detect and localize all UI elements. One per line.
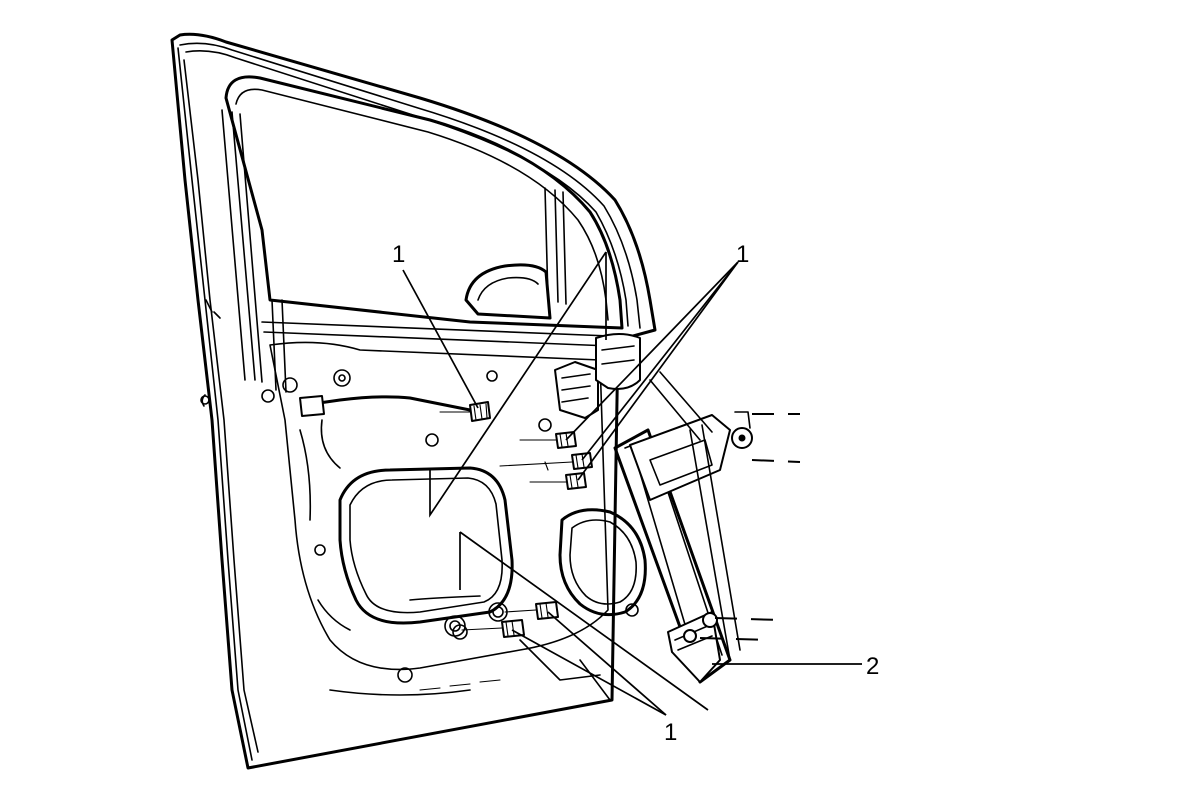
leader-upper-left xyxy=(402,269,479,409)
leader-upper-right-c xyxy=(577,261,739,481)
callout-2-regulator: 2 xyxy=(866,653,879,680)
bolt-right-1 xyxy=(519,431,577,449)
bolt-upper-left xyxy=(439,401,491,422)
door-inner-panel xyxy=(261,299,647,701)
door-frame xyxy=(170,32,657,770)
bolt-lower-2 xyxy=(461,619,525,638)
window-regulator xyxy=(613,371,801,684)
leader-lower-a xyxy=(511,629,667,716)
bolt-right-2 xyxy=(499,452,593,471)
bolt-lower-1 xyxy=(504,601,559,620)
callout-1-lower: 1 xyxy=(664,719,677,746)
leader-upper-right-b xyxy=(581,261,739,461)
leader-lines xyxy=(402,251,862,716)
callout-1-upper-left: 1 xyxy=(392,241,405,268)
callout-1-upper-right: 1 xyxy=(736,241,749,268)
bolt-right-3 xyxy=(529,472,587,490)
leader-lower-b xyxy=(547,611,667,716)
leader-triangle-upper xyxy=(429,251,607,518)
leader-lower-triangle xyxy=(459,531,709,711)
leader-upper-right-a xyxy=(565,261,739,441)
callout-labels: 1 1 1 2 xyxy=(392,241,879,746)
